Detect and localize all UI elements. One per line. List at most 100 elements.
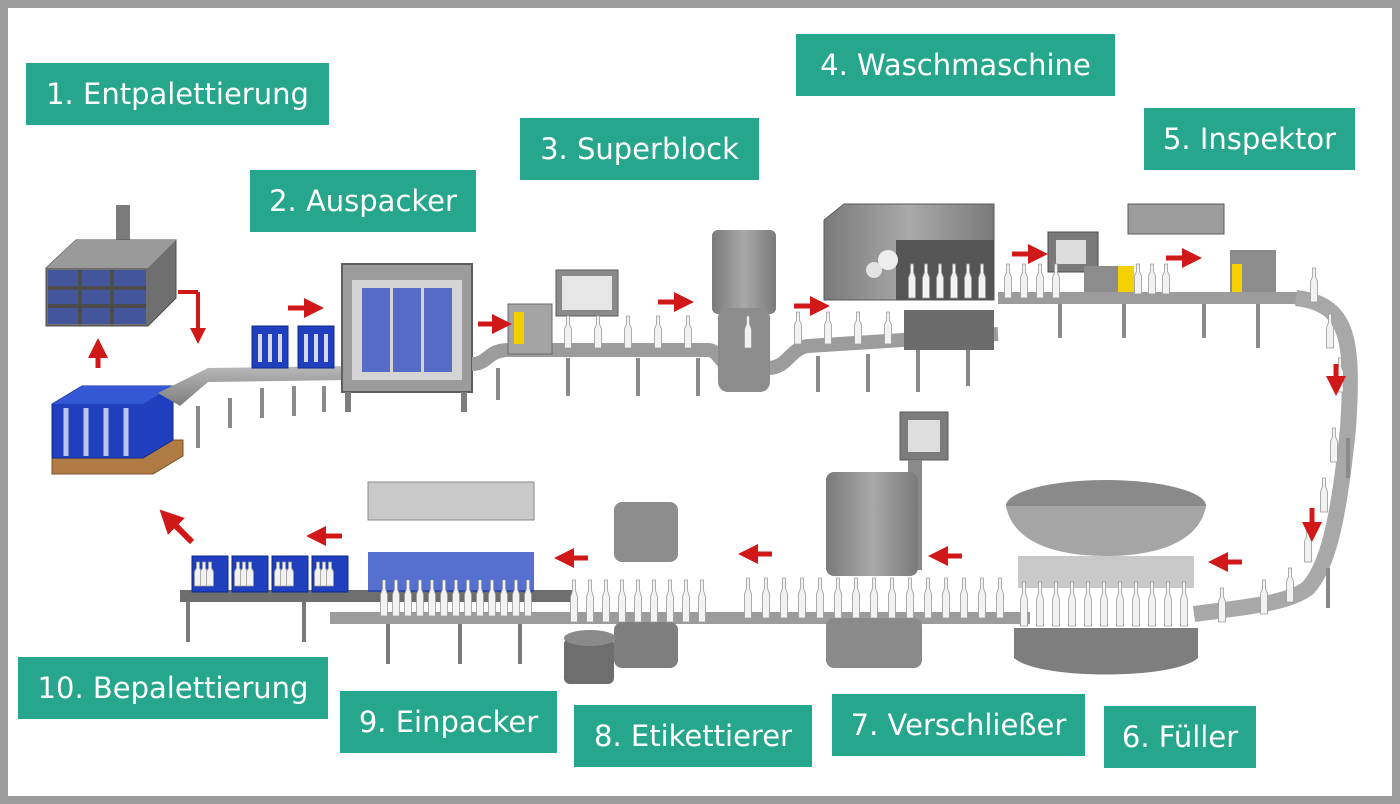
pallet-with-crates [51,385,184,475]
station-label-waschmaschine: 4. Waschmaschine [796,34,1115,96]
bottle [594,315,602,349]
inspector-machine [998,203,1308,348]
bottle [744,315,752,349]
bottle [888,577,896,619]
bottle [1100,581,1108,627]
bottle [854,311,862,345]
bottle [286,561,294,587]
bottle [1260,579,1268,615]
bottle [512,579,520,617]
bottle [978,577,986,619]
bottle [1330,427,1338,463]
bottle [698,579,706,623]
bottle [206,561,214,587]
bottle [524,579,532,617]
station-label-etikettierer: 8. Etikettierer [574,705,812,767]
bottle [950,263,958,299]
bottling-line-illustration [45,203,1358,684]
bottle [1304,527,1312,563]
bottle [564,315,572,349]
labeler-machine [564,502,678,684]
bottle [884,311,892,345]
bottle [794,311,802,345]
bottle [452,579,460,617]
bottle [1068,581,1076,627]
bottle [922,263,930,299]
station-label-inspektor: 5. Inspektor [1144,108,1355,170]
filler-machine [1006,480,1206,675]
bottle [1052,263,1060,299]
crates-on-conveyor [251,325,335,369]
bottle [682,579,690,623]
bottle [960,577,968,619]
bottle [936,263,944,299]
bottle [824,311,832,345]
bottle [1132,581,1140,627]
bottle [1020,581,1028,627]
bottle [1036,263,1044,299]
bottle [570,579,578,623]
packer-machine [367,481,535,592]
bottle [464,579,472,617]
bottle [380,579,388,617]
bottle [908,263,916,299]
bottle [780,577,788,619]
bottle [1084,581,1092,627]
bottle [816,577,824,619]
bottle [1320,477,1328,513]
bottle [942,577,950,619]
bottle [906,577,914,619]
bottle [246,561,254,587]
bottle [852,577,860,619]
bottle [924,577,932,619]
bottle [834,577,842,619]
station-label-entpalettierung: 1. Entpalettierung [26,63,329,125]
bottle [1326,313,1334,349]
flow-arrow [159,509,195,545]
capper-machine [826,411,949,668]
bottle [488,579,496,617]
bottle [624,315,632,349]
bottle [1116,581,1124,627]
station-label-bepalettierung: 10. Bepalettierung [18,657,328,719]
station-label-fueller: 6. Füller [1104,706,1256,768]
bottle [798,577,806,619]
station-label-verschliesser: 7. Verschließer [832,694,1085,756]
bottle [666,579,674,623]
bottle [870,577,878,619]
superblock-machine [507,230,776,392]
bottle [618,579,626,623]
bottle [326,561,334,587]
bottle [1134,263,1142,295]
bottle [1218,587,1226,623]
bottle [978,263,986,299]
bottle [762,577,770,619]
station-label-superblock: 3. Superblock [520,118,759,180]
bottle [654,315,662,349]
bottle [392,579,400,617]
bottle [684,315,692,349]
bottle [416,579,424,617]
bottle [650,579,658,623]
bottle [1148,263,1156,295]
bottle [404,579,412,617]
station-label-auspacker: 2. Auspacker [250,170,476,232]
bottle [500,579,508,617]
conveyor-right-curve [1192,290,1358,622]
bottle [586,579,594,623]
bottle [602,579,610,623]
bottle [440,579,448,617]
depalletizer-machine [45,205,177,327]
bottle [1004,263,1012,299]
bottle [1020,263,1028,299]
station-label-einpacker: 9. Einpacker [340,691,557,753]
bottle [1164,581,1172,627]
bottle [1148,581,1156,627]
bottle [1052,581,1060,627]
diagram-frame: 1. Entpalettierung 2. Auspacker 3. Super… [8,8,1392,796]
bottle [634,579,642,623]
bottle [476,579,484,617]
bottle [964,263,972,299]
conveyor-upper-left [158,366,348,448]
bottle [1162,263,1170,295]
